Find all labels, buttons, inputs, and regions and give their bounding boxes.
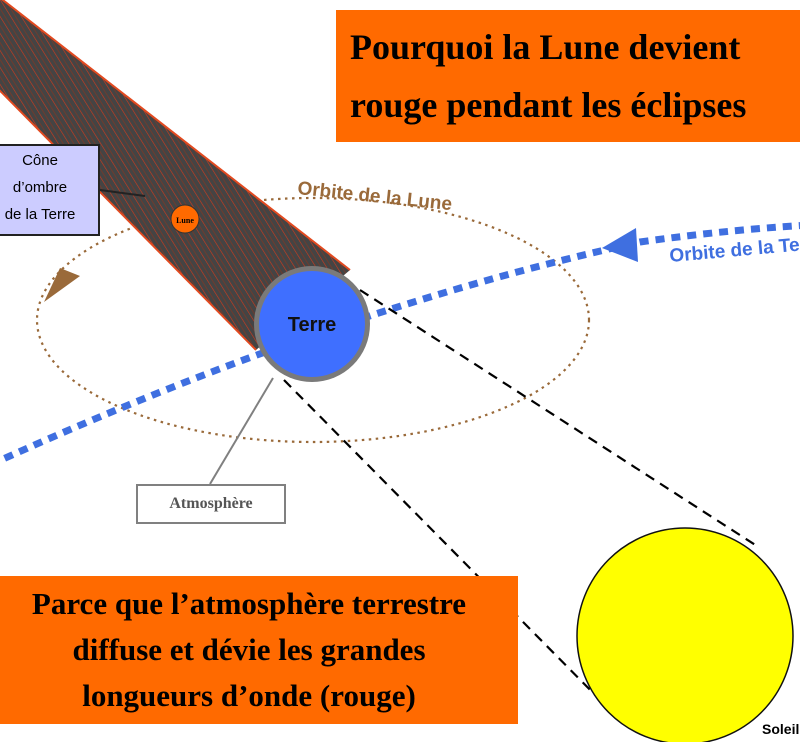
title-box: Pourquoi la Lune devient rouge pendant l… (336, 10, 800, 142)
sun-ray-lower (283, 379, 613, 713)
earth-orbit (0, 222, 800, 465)
earth-orbit-arrow-icon (602, 228, 638, 262)
shadow-label-line-2: d’ombre (12, 179, 68, 196)
earth (259, 271, 365, 377)
answer-box: Parce que l’atmosphère terrestre diffuse… (0, 576, 518, 724)
moon-orbit (35, 196, 591, 444)
shadow-label-box: Cône d’ombre de la Terre (0, 144, 100, 236)
shadow-cone (0, 0, 350, 350)
shadow-label-line-1: Cône (22, 152, 58, 169)
moon-orbit-arrow-icon (44, 268, 80, 302)
sun-ray-upper (359, 289, 761, 549)
earth-label: Terre (288, 314, 337, 336)
shadow-label-connector (99, 189, 146, 197)
atmosphere-label: Atmosphère (169, 495, 253, 512)
moon (170, 204, 200, 234)
answer-line-2: diffuse et dévie les grandes (72, 632, 426, 667)
atmosphere-label-box: Atmosphère (136, 484, 286, 524)
sun (576, 527, 794, 742)
answer-line-3: longueurs d’onde (rouge) (82, 678, 416, 713)
answer-line-1: Parce que l’atmosphère terrestre (31, 586, 467, 621)
title-line-1: Pourquoi la Lune devient (350, 27, 741, 67)
shadow-cone-edge-top (1, 0, 351, 271)
sun-label: Soleil (762, 721, 799, 737)
shadow-label-line-3: de la Terre (4, 206, 76, 223)
title-line-2: rouge pendant les éclipses (350, 85, 747, 125)
moon-orbit-label: Orbite de la Lune (296, 178, 453, 215)
moon-label: Lune (176, 216, 194, 225)
atmosphere-connector (209, 377, 274, 485)
